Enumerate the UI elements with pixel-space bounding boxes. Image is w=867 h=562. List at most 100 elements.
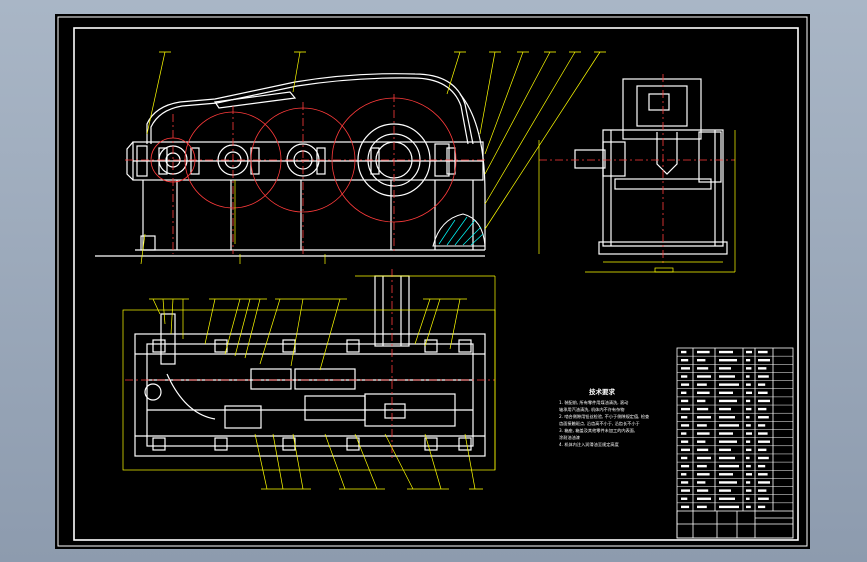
top-gear-1 — [250, 368, 292, 390]
top-gear-6 — [384, 403, 406, 419]
parts-entry-mark — [681, 424, 690, 427]
front-inspection-cover — [213, 91, 297, 109]
front-left-lug — [126, 141, 134, 181]
parts-entry-mark — [746, 416, 750, 419]
parts-entry-mark — [758, 440, 770, 443]
parts-entry-mark — [746, 456, 750, 460]
parts-entry-mark — [681, 407, 690, 411]
parts-entry-mark — [758, 489, 767, 492]
parts-entry-mark — [758, 473, 768, 476]
front-sump-hatch — [432, 213, 486, 247]
side-housing — [602, 129, 724, 247]
parts-entry-mark — [681, 456, 688, 460]
parts-entry-mark — [758, 448, 767, 452]
front-housing-top — [146, 73, 474, 145]
parts-entry-mark — [758, 375, 769, 378]
parts-entry-mark — [681, 432, 687, 435]
parts-entry-mark — [719, 424, 739, 427]
parts-entry-mark — [681, 416, 688, 419]
parts-entry-mark — [746, 399, 751, 403]
parts-entry-mark — [719, 375, 735, 378]
parts-entry-mark — [697, 497, 711, 500]
parts-entry-mark — [697, 407, 709, 411]
side-shaft-left — [574, 149, 606, 169]
parts-entry-mark — [719, 350, 733, 354]
parts-entry-mark — [719, 497, 735, 500]
parts-entry-mark — [758, 481, 770, 484]
parts-entry-mark — [681, 375, 688, 378]
parts-entry-mark — [746, 440, 751, 443]
front-foot-left — [140, 235, 156, 251]
parts-entry-mark — [719, 473, 733, 476]
parts-entry-mark — [758, 399, 770, 403]
front-housing-top-inner — [150, 77, 469, 145]
parts-entry-mark — [746, 432, 752, 435]
parts-entry-mark — [697, 448, 709, 452]
parts-entry-mark — [719, 448, 731, 452]
top-inner — [146, 343, 474, 447]
front-bolts — [136, 145, 456, 177]
parts-entry-mark — [681, 440, 689, 443]
parts-entry-mark — [681, 464, 690, 468]
parts-entry-mark — [758, 432, 768, 435]
notes-heading: 技术要求 — [589, 387, 616, 396]
parts-entry-mark — [697, 367, 709, 370]
parts-entry-mark — [719, 367, 731, 370]
parts-entry-mark — [746, 424, 751, 427]
parts-entry-mark — [681, 473, 687, 476]
notes-line-4: 齿面接触斑点, 沿齿高不小于, 沿齿长不小于 — [559, 420, 640, 427]
parts-entry-mark — [697, 473, 710, 476]
parts-entry-mark — [681, 383, 690, 386]
parts-entry-mark — [697, 424, 707, 427]
top-outline — [134, 333, 486, 457]
parts-entry-mark — [697, 464, 707, 468]
parts-entry-mark — [746, 481, 751, 484]
top-curve — [166, 373, 216, 420]
parts-entry-mark — [758, 464, 766, 468]
parts-entry-mark — [681, 391, 687, 395]
inner-frame — [73, 27, 799, 541]
parts-entry-mark — [758, 505, 766, 509]
parts-entry-mark — [681, 481, 689, 484]
parts-entry-mark — [719, 505, 739, 509]
parts-entry-mark — [697, 505, 707, 509]
parts-entry-mark — [746, 464, 751, 468]
front-view — [95, 73, 486, 257]
parts-entry-mark — [681, 399, 689, 403]
parts-entry-mark — [758, 367, 767, 370]
parts-entry-mark — [719, 489, 731, 492]
top-bearings — [152, 339, 472, 451]
notes-line-6: 涂耐油油漆 — [559, 434, 580, 441]
top-gear-5 — [224, 405, 262, 429]
parts-entry-mark — [746, 505, 751, 509]
side-top-inner — [636, 85, 688, 127]
parts-entry-mark — [746, 359, 751, 362]
top-gear-2 — [294, 368, 356, 390]
side-top-box — [622, 78, 702, 140]
parts-entry-mark — [697, 399, 706, 403]
parts-entry-mark — [719, 391, 733, 395]
top-centerlines — [125, 269, 495, 459]
parts-entry-mark — [758, 407, 767, 411]
parts-entry-mark — [746, 497, 750, 500]
top-left-cap — [144, 383, 162, 401]
parts-entry-mark — [681, 359, 689, 362]
parts-entry-mark — [697, 481, 706, 484]
notes-line-1: 1. 装配前, 所有零件用煤油清洗, 滚动 — [559, 399, 628, 406]
title-block — [676, 510, 794, 539]
parts-entry-mark — [697, 416, 711, 419]
notes-line-3: 2. 啮合侧隙用铅丝检验, 不小于侧隙规定值, 检查 — [559, 413, 650, 420]
parts-entry-mark — [697, 375, 711, 378]
parts-list-rows — [677, 355, 793, 504]
parts-entry-mark — [746, 489, 752, 492]
parts-entry-mark — [719, 432, 733, 435]
top-balloon-ticks — [149, 298, 483, 490]
parts-entry-mark — [746, 383, 751, 386]
parts-entry-mark — [697, 359, 706, 362]
parts-entry-mark — [697, 489, 709, 492]
parts-entry-mark — [758, 359, 770, 362]
parts-entry-mark — [758, 391, 768, 395]
parts-entry-mark — [746, 391, 752, 395]
parts-entry-mark — [758, 383, 766, 386]
parts-entry-mark — [681, 489, 690, 492]
